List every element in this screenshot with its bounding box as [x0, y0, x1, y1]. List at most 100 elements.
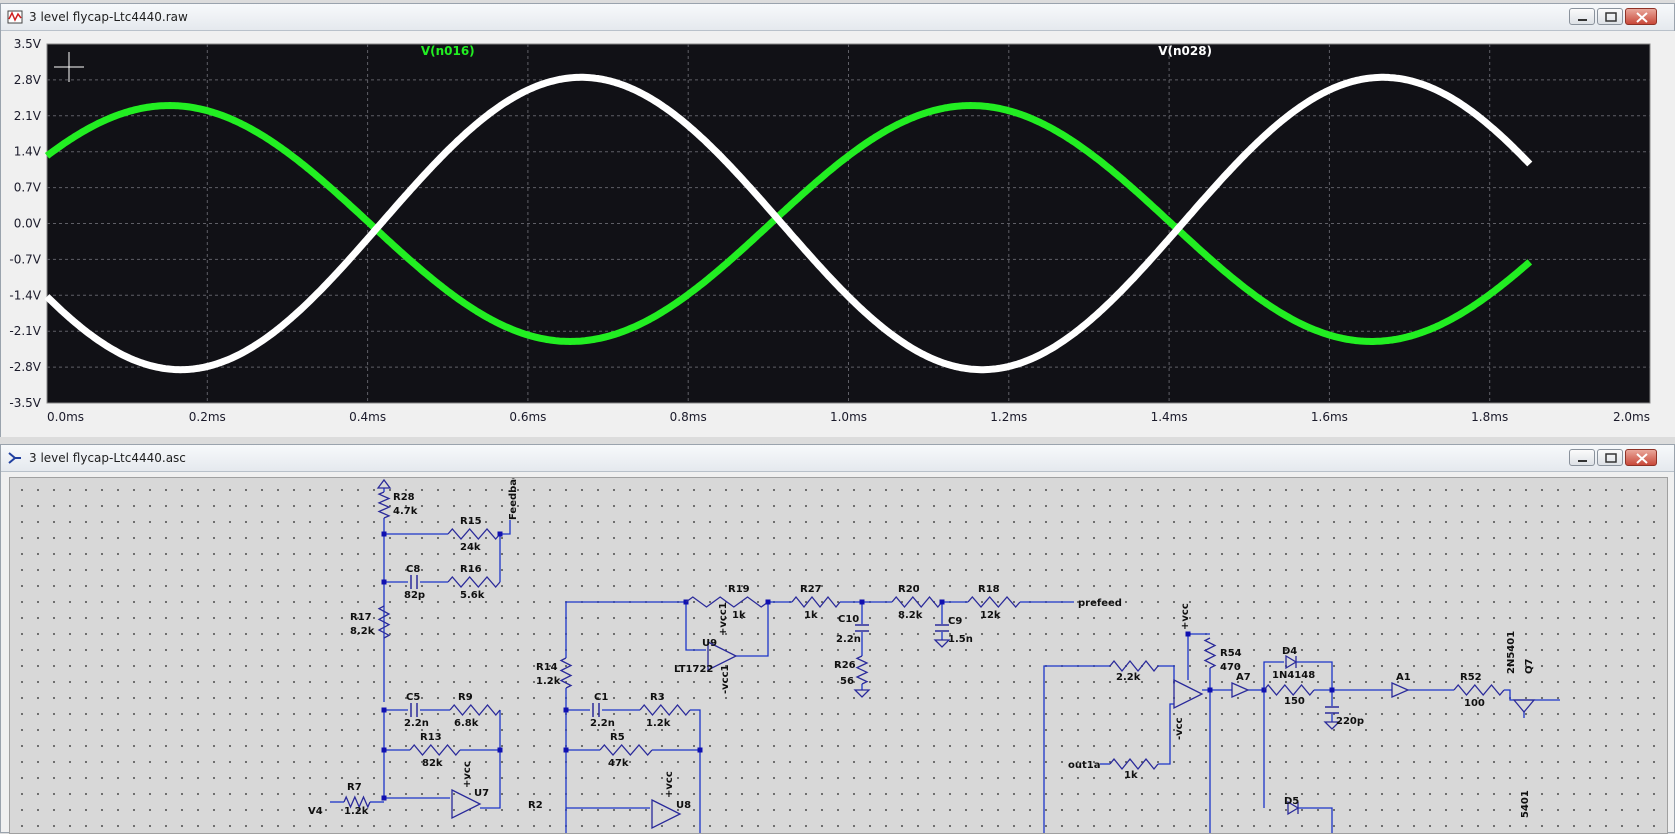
minimize-button[interactable]	[1569, 8, 1595, 25]
label-Opvcc: +vcc	[1180, 603, 1191, 630]
x-tick-label: 0.4ms	[349, 410, 386, 424]
capacitor-C9[interactable]	[935, 624, 949, 632]
legend-V(n028)[interactable]: V(n028)	[1158, 44, 1212, 58]
wire	[1296, 661, 1333, 690]
opamp-U-drv[interactable]	[1173, 678, 1204, 710]
label-R2: R2	[528, 800, 543, 811]
close-button[interactable]	[1625, 8, 1657, 25]
label-C5: C5	[406, 692, 420, 703]
label-R28v: 4.7k	[393, 506, 418, 517]
buffer-A7[interactable]	[1231, 682, 1250, 698]
schematic-drawing[interactable]: R284.7kR1524kFeedbackC882pR165.6kR178.2k…	[10, 478, 1668, 834]
wires	[330, 488, 1560, 833]
x-tick-label: 1.2ms	[990, 410, 1027, 424]
resistor-R26[interactable]	[855, 655, 869, 685]
junction-dot	[497, 747, 503, 753]
label-U9: U9	[702, 638, 717, 649]
minimize-icon	[1578, 460, 1587, 462]
resistor-R18[interactable]	[967, 596, 1021, 608]
label-R54: R54	[1220, 648, 1242, 659]
x-tick-label: 0.6ms	[509, 410, 546, 424]
capacitor-C220[interactable]	[1325, 706, 1339, 714]
junction-dot	[697, 747, 703, 753]
close-button[interactable]	[1625, 449, 1657, 466]
label-R14: R14	[536, 662, 558, 673]
waveform-plot[interactable]: 3.5V2.8V2.1V1.4V0.7V0.0V-0.7V-1.4V-2.1V-…	[1, 31, 1675, 437]
maximize-icon	[1605, 453, 1617, 463]
label-out1a: out1a	[1068, 760, 1100, 771]
diode-D4[interactable]	[1285, 654, 1298, 670]
capacitor-C8[interactable]	[410, 575, 418, 589]
junction-dot	[381, 579, 387, 585]
resistor-R9[interactable]	[449, 703, 501, 717]
resistor-out1a[interactable]	[1109, 757, 1159, 771]
x-tick-label: 1.0ms	[830, 410, 867, 424]
resistor-R2_2k[interactable]	[1109, 659, 1159, 673]
x-tick-label: 1.6ms	[1311, 410, 1348, 424]
resistor-R13[interactable]	[409, 743, 461, 757]
label-U8: U8	[676, 800, 691, 811]
label-R7v: 1.2k	[344, 806, 369, 817]
opamp-U8[interactable]	[651, 798, 682, 830]
waveform-titlebar[interactable]: 3 level flycap-Ltc4440.raw	[1, 4, 1674, 31]
schematic-window-title: 3 level flycap-Ltc4440.asc	[29, 451, 186, 465]
resistor-R20[interactable]	[891, 595, 943, 609]
resistor-R54[interactable]	[1203, 637, 1217, 669]
resistor-R52[interactable]	[1453, 683, 1505, 697]
capacitor-C1[interactable]	[592, 703, 600, 717]
label-R16: R16	[460, 564, 482, 575]
wire	[685, 602, 706, 651]
y-tick-label: 3.5V	[14, 37, 42, 51]
capacitor-C10[interactable]	[855, 624, 869, 632]
opamp-U7[interactable]	[451, 788, 482, 820]
label-LT1722: LT1722	[674, 664, 713, 675]
opamp-U9[interactable]	[707, 640, 738, 672]
maximize-button[interactable]	[1597, 449, 1623, 466]
wire	[480, 750, 501, 809]
label-R150: 150	[1284, 696, 1305, 707]
maximize-button[interactable]	[1597, 8, 1623, 25]
label-R13v: 82k	[422, 758, 443, 769]
legend-V(n016)[interactable]: V(n016)	[421, 44, 475, 58]
transistor-Q7-icon[interactable]	[1512, 699, 1536, 714]
resistor-R17[interactable]	[377, 605, 391, 639]
label-C8v: 82p	[404, 590, 425, 601]
schematic-titlebar[interactable]: 3 level flycap-Ltc4440.asc	[1, 445, 1674, 472]
label-prefeed: prefeed	[1078, 598, 1122, 609]
junction-dot	[859, 599, 865, 605]
wire	[1263, 661, 1284, 690]
resistor-R150[interactable]	[1263, 683, 1315, 697]
resistor-R3[interactable]	[639, 703, 691, 717]
resistor-R19[interactable]	[685, 596, 769, 608]
label-D4v: 1N4148	[1272, 670, 1315, 681]
resistor-R27[interactable]	[791, 595, 841, 609]
capacitor-C5[interactable]	[410, 703, 418, 717]
label-R3v: 1.2k	[646, 718, 671, 729]
minimize-button[interactable]	[1569, 449, 1595, 466]
resistor-R7[interactable]	[343, 795, 371, 809]
junction-dot	[381, 531, 387, 537]
resistor-R5[interactable]	[599, 744, 653, 756]
x-tick-label: 1.8ms	[1471, 410, 1508, 424]
resistor-R16[interactable]	[447, 576, 501, 588]
close-icon	[1636, 12, 1648, 23]
label-R16v: 5.6k	[460, 590, 485, 601]
label-Opvee: -vcc	[1174, 717, 1185, 740]
resistor-R15[interactable]	[447, 528, 501, 540]
buffer-A1[interactable]	[1391, 682, 1410, 698]
label-R9v: 6.8k	[454, 718, 479, 729]
resistor-R28[interactable]	[377, 491, 391, 519]
label-R18: R18	[978, 584, 1000, 595]
series-line-V(n016)	[44, 102, 1533, 345]
label-out1av: 1k	[1124, 770, 1138, 781]
diode-D5[interactable]	[1287, 800, 1300, 816]
minimize-icon	[1578, 19, 1587, 21]
resistor-R14[interactable]	[559, 657, 573, 689]
label-C9v: 1.5n	[948, 634, 973, 645]
label-V4: V4	[308, 806, 323, 817]
label-C10: C10	[838, 614, 859, 625]
